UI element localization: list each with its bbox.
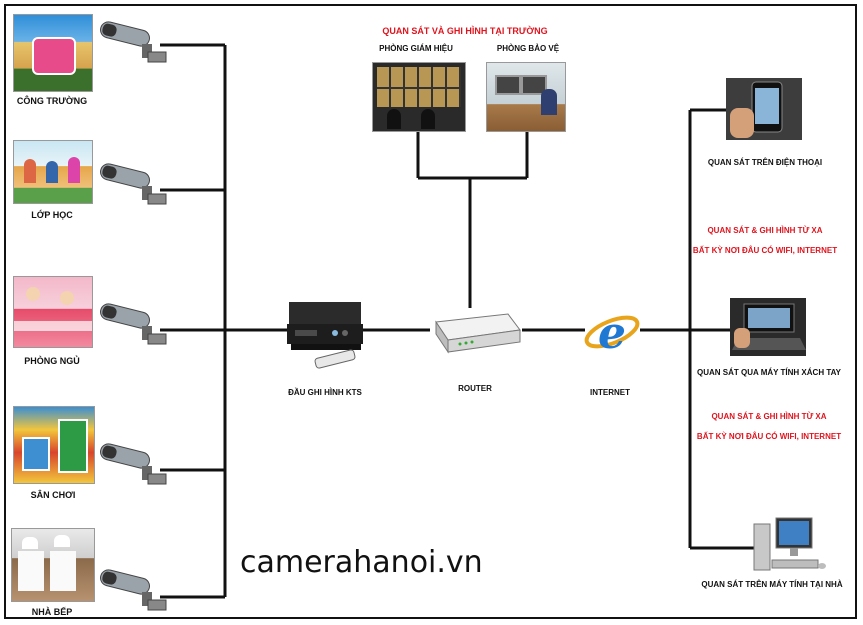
onsite-monitoring-heading: QUAN SÁT VÀ GHI HÌNH TẠI TRƯỜNG <box>382 26 548 36</box>
cctv-camera-icon <box>100 443 167 485</box>
location-label-playground: SÂN CHƠI <box>30 490 76 500</box>
cctv-camera-icon <box>100 163 167 205</box>
principal-room-photo <box>372 62 466 132</box>
remote-note-2-line-1: QUAN SÁT & GHI HÌNH TỪ XA <box>711 412 827 421</box>
internet-label: INTERNET <box>590 388 630 397</box>
remote-note-1-line-1: QUAN SÁT & GHI HÌNH TỪ XA <box>707 226 823 235</box>
security-room-label: PHÒNG BẢO VỆ <box>496 44 560 53</box>
remote-note-1-line-2: BẤT KỲ NƠI ĐÂU CÓ WIFI, INTERNET <box>692 246 838 255</box>
phone-viewing-label: QUAN SÁT TRÊN ĐIỆN THOẠI <box>707 158 823 167</box>
location-photo-kitchen <box>11 528 95 602</box>
laptop-viewing-label: QUAN SÁT QUA MÁY TÍNH XÁCH TAY <box>696 368 841 377</box>
dvr-label: ĐẦU GHI HÌNH KTS <box>288 388 362 397</box>
location-photo-construction <box>13 14 93 92</box>
location-label-kitchen: NHÀ BẾP <box>31 607 73 617</box>
router-icon <box>435 313 521 354</box>
website-watermark: camerahanoi.vn <box>240 545 483 580</box>
location-label-construction: CÔNG TRƯỜNG <box>16 96 88 106</box>
desktop-computer-icon <box>753 517 826 571</box>
smartphone-icon <box>726 78 802 140</box>
cctv-camera-icon <box>100 569 167 611</box>
remote-note-2-line-2: BẤT KỲ NƠI ĐÂU CÓ WIFI, INTERNET <box>696 432 842 441</box>
principal-room-label: PHÒNG GIÁM HIỆU <box>379 44 453 53</box>
svg-text:e: e <box>598 308 626 359</box>
location-label-bedroom: PHÒNG NGỦ <box>24 356 80 366</box>
dvr-recorder-icon <box>287 302 363 369</box>
cctv-camera-icon <box>100 21 167 63</box>
cctv-camera-icon <box>100 303 167 345</box>
diagram-frame <box>4 4 857 619</box>
desktop-viewing-label: QUAN SÁT TRÊN MÁY TÍNH TẠI NHÀ <box>701 580 843 589</box>
location-label-classroom: LỚP HỌC <box>31 210 73 220</box>
location-photo-playground <box>13 406 95 484</box>
router-label: ROUTER <box>458 384 492 393</box>
internet-explorer-icon: e <box>584 308 640 359</box>
location-photo-classroom <box>13 140 93 204</box>
location-photo-bedroom <box>13 276 93 348</box>
laptop-icon <box>730 298 806 356</box>
security-room-photo <box>486 62 566 132</box>
